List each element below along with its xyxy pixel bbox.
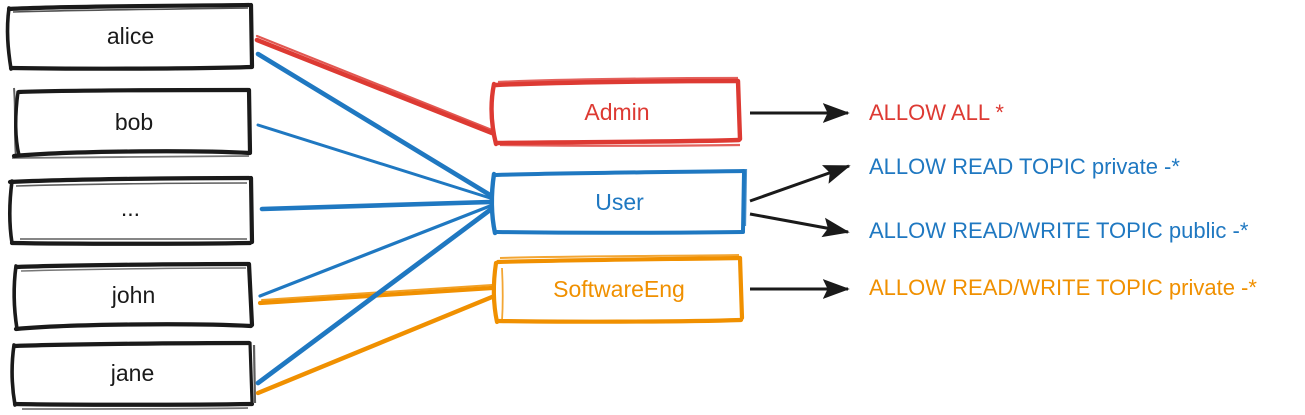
link-jane-softwareeng: [255, 294, 495, 396]
link-ellipsis-user: [259, 199, 493, 212]
user-box-alice[interactable]: [5, 2, 255, 71]
user-box-jane[interactable]: [10, 340, 257, 410]
user-box-john[interactable]: [12, 261, 255, 332]
permission-readwrite-private-text: ALLOW READ/WRITE TOPIC private -*: [869, 275, 1257, 300]
permission-read-private-text: ALLOW READ TOPIC private -*: [869, 154, 1180, 179]
permission-readwrite-public-text: ALLOW READ/WRITE TOPIC public -*: [869, 218, 1249, 243]
link-john-user: [258, 204, 492, 298]
arrow-user-to-read-private: [749, 164, 851, 203]
link-alice-admin: [254, 34, 495, 136]
role-box-user[interactable]: [489, 168, 748, 236]
permission-allow-all-text: ALLOW ALL *: [869, 100, 1004, 125]
user-box-bob[interactable]: [11, 87, 253, 159]
link-bob-user: [256, 123, 492, 200]
permission-read-private: ALLOW READ TOPIC private -*: [869, 154, 1180, 180]
link-alice-user: [255, 51, 493, 198]
arrow-user-to-readwrite-public: [749, 212, 850, 238]
permission-readwrite-private: ALLOW READ/WRITE TOPIC private -*: [869, 275, 1257, 301]
role-box-softwareeng[interactable]: [491, 254, 745, 325]
permission-readwrite-public: ALLOW READ/WRITE TOPIC public -*: [869, 218, 1248, 244]
user-box-ellipsis[interactable]: [7, 175, 255, 246]
role-box-admin[interactable]: [489, 76, 743, 147]
permission-allow-all: ALLOW ALL *: [869, 100, 1004, 126]
link-jane-user: [255, 207, 493, 386]
